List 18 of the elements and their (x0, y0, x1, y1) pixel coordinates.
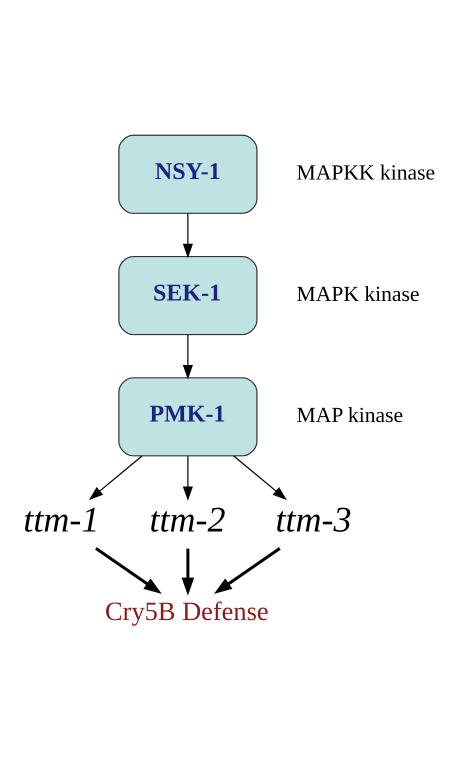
node-box: NSY-1 (118, 134, 258, 214)
arrow (181, 548, 194, 596)
node-text: Cry5B Defense (104, 595, 268, 626)
arrow (213, 546, 280, 594)
node-label: MAPK kinase (296, 281, 419, 306)
node-box: SEK-1 (118, 255, 258, 335)
arrow (182, 212, 192, 258)
arrow (232, 455, 286, 500)
node-box: PMK-1 (118, 376, 258, 456)
arrow (88, 455, 142, 500)
arrow (182, 334, 192, 379)
node-text: ttm-1 (22, 498, 99, 539)
node-label: MAP kinase (296, 402, 403, 427)
arrow (94, 546, 162, 594)
node-text: ttm-3 (275, 498, 352, 539)
node-text: ttm-2 (148, 498, 225, 539)
arrow (182, 456, 192, 500)
node-label: MAPKK kinase (296, 160, 435, 184)
